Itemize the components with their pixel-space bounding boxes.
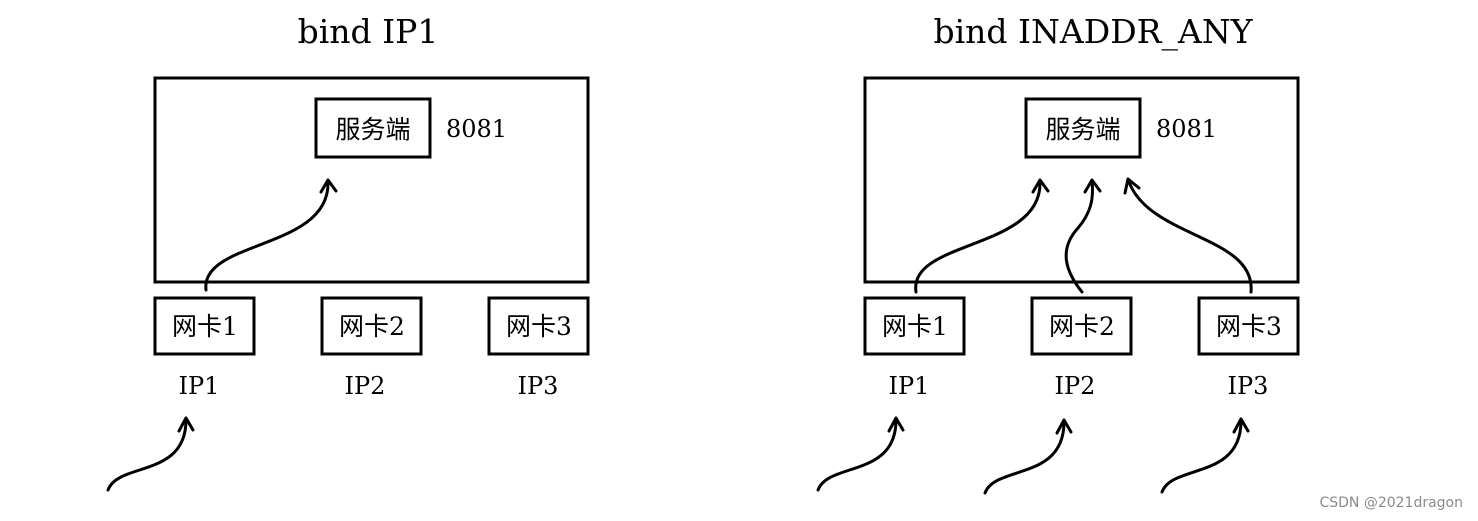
left-server-port: 8081 [446,115,507,143]
right-nic-box-2 [1030,296,1133,356]
right-nic-label-1: 网卡1 [882,312,948,341]
right-arrow-nic3-to-server [1123,177,1253,294]
left-host-box [153,76,590,284]
right-nic-label-2: 网卡2 [1049,312,1115,341]
left-server-label: 服务端 [335,115,410,144]
right-ip-label-1: IP1 [889,372,930,400]
left-panel: bind IP1 服务端 8081 网卡1 网卡2 网卡3 IP1 IP2 IP… [106,12,590,492]
right-panel: bind INADDR_ANY 服务端 8081 网卡1 网卡2 网卡3 IP1… [816,12,1300,495]
left-nic-label-1: 网卡1 [172,312,238,341]
left-nic-box-2 [320,296,423,356]
watermark: CSDN @2021dragon [1319,495,1463,511]
right-nic-label-3: 网卡3 [1216,312,1282,341]
right-arrow-nic2-to-server [1064,178,1102,294]
left-nic-box-3 [487,296,590,356]
left-ip-label-1: IP1 [179,372,220,400]
right-arrow-nic1-to-server [914,178,1050,294]
right-nic-box-3 [1197,296,1300,356]
right-arrow-incoming-ip1 [816,416,905,492]
left-nic-label-3: 网卡3 [506,312,572,341]
right-arrow-incoming-ip3 [1160,417,1250,494]
right-arrow-incoming-ip2 [983,418,1073,495]
left-arrow-incoming-ip1 [106,416,195,492]
right-panel-title: bind INADDR_ANY [933,12,1253,52]
right-server-port: 8081 [1156,115,1217,143]
left-panel-title: bind IP1 [298,12,439,51]
left-ip-label-3: IP3 [518,372,559,400]
left-nic-label-2: 网卡2 [339,312,405,341]
right-nic-box-1 [863,296,966,356]
right-server-box [1024,97,1142,159]
right-server-label: 服务端 [1045,115,1120,144]
right-ip-label-3: IP3 [1228,372,1269,400]
right-host-box [863,76,1300,284]
left-arrow-nic1-to-server [204,178,338,292]
left-server-box [314,97,432,159]
right-ip-label-2: IP2 [1055,372,1096,400]
left-ip-label-2: IP2 [345,372,386,400]
left-nic-box-1 [153,296,256,356]
